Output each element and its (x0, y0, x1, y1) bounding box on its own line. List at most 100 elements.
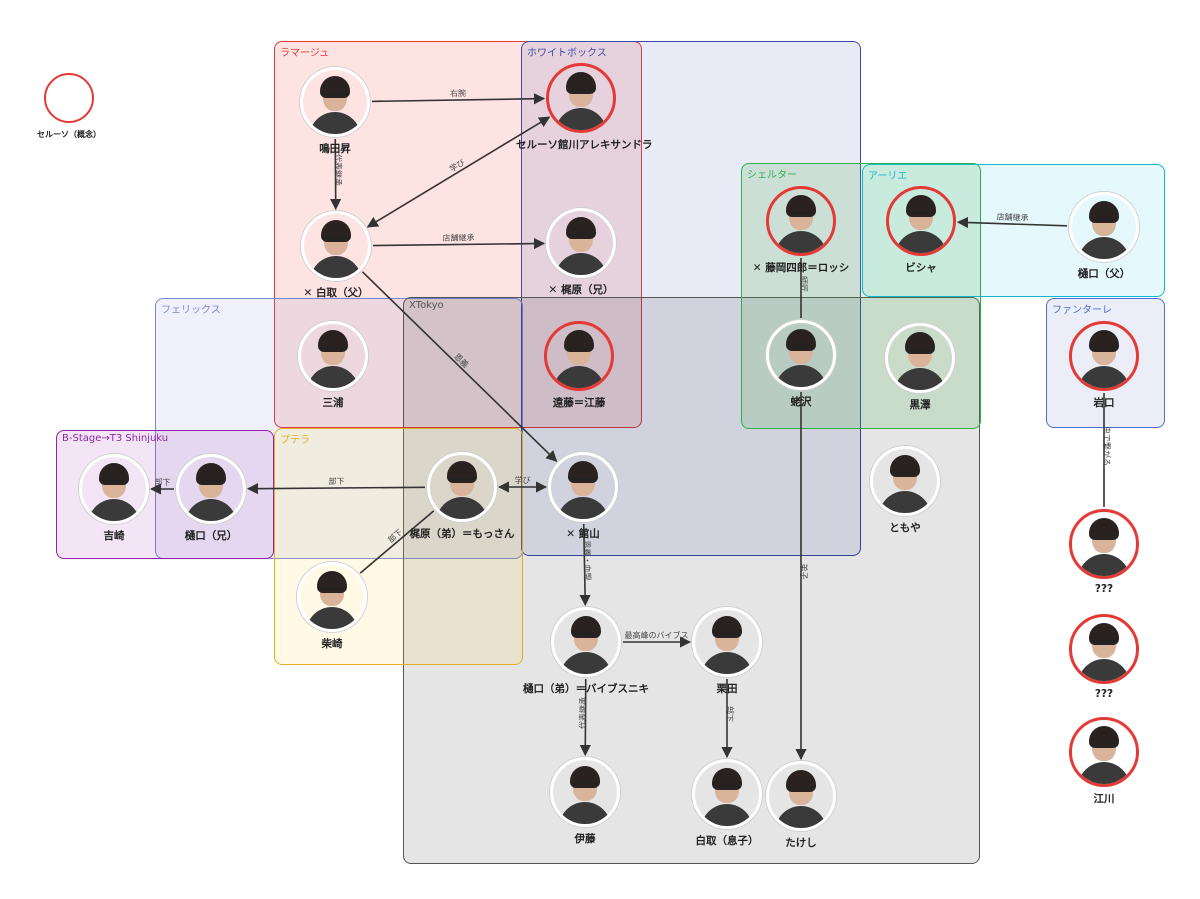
avatar (766, 761, 836, 831)
group-xtokyo: XTokyo (403, 297, 980, 864)
avatar (176, 454, 246, 524)
concept-node: セルーソ（概念） (4, 73, 134, 140)
node-name: 三浦 (322, 397, 344, 409)
avatar (546, 208, 616, 278)
node-name: 栗田 (716, 683, 738, 695)
node-name: 樋口（兄） (184, 530, 238, 542)
node-unknown-2[interactable]: ??? (1039, 614, 1169, 700)
group-label: アーリエ (868, 171, 908, 182)
avatar (692, 607, 762, 677)
node-kurita[interactable]: 栗田 (662, 607, 792, 696)
node-name: ✕ 梶原（兄） (548, 284, 614, 296)
avatar (551, 607, 621, 677)
node-name: 白取（息子） (695, 835, 759, 847)
node-kajihara-younger[interactable]: 梶原（弟）＝もっさん (397, 452, 527, 541)
avatar (79, 454, 149, 524)
edge-higuchi_f-bisha (956, 216, 1068, 229)
edge-narita-seluso (371, 93, 546, 105)
node-bisha[interactable]: ビシャ (856, 186, 986, 275)
avatar (766, 186, 836, 256)
avatar (550, 757, 620, 827)
edge-label: 部下 (328, 476, 344, 486)
node-name: ✕ 館山 (566, 528, 600, 540)
group-label: ファンターレ (1052, 305, 1112, 316)
node-name: 柴崎 (321, 638, 343, 650)
avatar (544, 321, 614, 391)
node-shiratori-father[interactable]: ✕ 白取（父） (271, 211, 401, 300)
node-takeshi[interactable]: たけし (736, 761, 866, 850)
avatar (301, 211, 371, 281)
node-miura[interactable]: 三浦 (268, 321, 398, 410)
edge-label: 恩義・血盟 (582, 540, 593, 580)
edge-label: 最高峰のバイブス (625, 630, 689, 640)
node-fujioka[interactable]: ✕ 藤岡四郎＝ロッシ (736, 186, 866, 275)
group-label: ラマージュ (280, 48, 330, 59)
edge-higuchi_y-ito (579, 678, 591, 757)
node-name: 岩口 (1093, 397, 1115, 409)
edge-label: 恩義 (452, 351, 470, 369)
avatar (1069, 321, 1139, 391)
edge-shiratori_f-tatekawa (361, 271, 558, 462)
node-kajihara-older[interactable]: ✕ 梶原（兄） (516, 208, 646, 297)
edge-label: 学び (515, 475, 531, 485)
node-ito[interactable]: 伊藤 (520, 757, 650, 846)
edge-label: 代表継承 (333, 154, 343, 186)
edge-label: 店舗継承 (442, 232, 474, 242)
avatar (870, 446, 940, 516)
edge-shibasaki-kajihara_y (359, 510, 435, 574)
node-shibasaki[interactable]: 柴崎 (267, 562, 397, 651)
node-name: 伊藤 (574, 833, 596, 845)
node-tomoya[interactable]: ともや (840, 446, 970, 535)
concept-label: セルーソ（概念） (37, 130, 101, 139)
avatar (692, 759, 762, 829)
node-unknown-1[interactable]: ??? (1039, 509, 1169, 595)
node-ebisawa[interactable]: 蛯沢 (736, 320, 866, 409)
node-shiratori-son[interactable]: 白取（息子） (662, 759, 792, 848)
group-label: シェルター (747, 170, 797, 181)
node-seluso[interactable]: セルーソ館川アレキサンドラ (516, 63, 653, 152)
edge-label: 師匠 (799, 276, 809, 292)
edge-label: 店舗継承 (996, 211, 1028, 222)
node-name: 遠藤＝江藤 (552, 397, 606, 409)
group-label: プテラ (280, 435, 310, 446)
edge-label: 右腕 (450, 88, 466, 98)
avatar (297, 562, 367, 632)
group-label: B-Stage→T3 Shinjuku (62, 433, 169, 444)
node-narita[interactable]: 鳴田昇 (270, 67, 400, 156)
avatar (427, 452, 497, 522)
edge-tatekawa-higuchi_y (579, 523, 591, 607)
node-higuchi-older[interactable]: 樋口（兄） (146, 454, 276, 543)
avatar (300, 67, 370, 137)
node-higuchi-younger[interactable]: 樋口（弟）＝バイブスニキ (521, 607, 651, 696)
node-name: 樋口（弟）＝バイブスニキ (523, 683, 649, 695)
edge-label: 弟子 (799, 564, 809, 580)
node-tatekawa[interactable]: ✕ 館山 (518, 452, 648, 541)
node-name: ??? (1094, 688, 1114, 700)
node-yoshizaki[interactable]: 吉崎 (49, 454, 179, 543)
edge-label: 学び (448, 157, 467, 174)
node-endo[interactable]: 遠藤＝江藤 (514, 321, 644, 410)
node-egawa[interactable]: 江川 (1039, 717, 1169, 806)
node-name: 樋口（父） (1077, 268, 1131, 280)
node-name: ともや (889, 522, 921, 534)
edge-seluso-shiratori_f (366, 116, 551, 228)
avatar (1069, 192, 1139, 262)
node-name: たけし (785, 837, 817, 849)
edge-label: 虫で繋がる (1102, 426, 1112, 466)
node-higuchi-father[interactable]: 樋口（父） (1039, 192, 1169, 281)
node-name: ✕ 白取（父） (303, 287, 369, 299)
edge-label: 部下 (725, 706, 735, 722)
avatar (885, 323, 955, 393)
avatar (298, 321, 368, 391)
avatar (1069, 614, 1139, 684)
avatar (546, 63, 616, 133)
node-iwaguchi[interactable]: 岩口 (1039, 321, 1169, 410)
concept-circle (44, 73, 94, 123)
node-name: ビシャ (905, 262, 937, 274)
node-name: ✕ 藤岡四郎＝ロッシ (752, 262, 850, 274)
node-name: 江川 (1093, 793, 1115, 805)
node-name: 吉崎 (103, 530, 125, 542)
edge-kajihara_y-higuchi_b (246, 483, 426, 495)
node-kurosawa[interactable]: 黒澤 (855, 323, 985, 412)
